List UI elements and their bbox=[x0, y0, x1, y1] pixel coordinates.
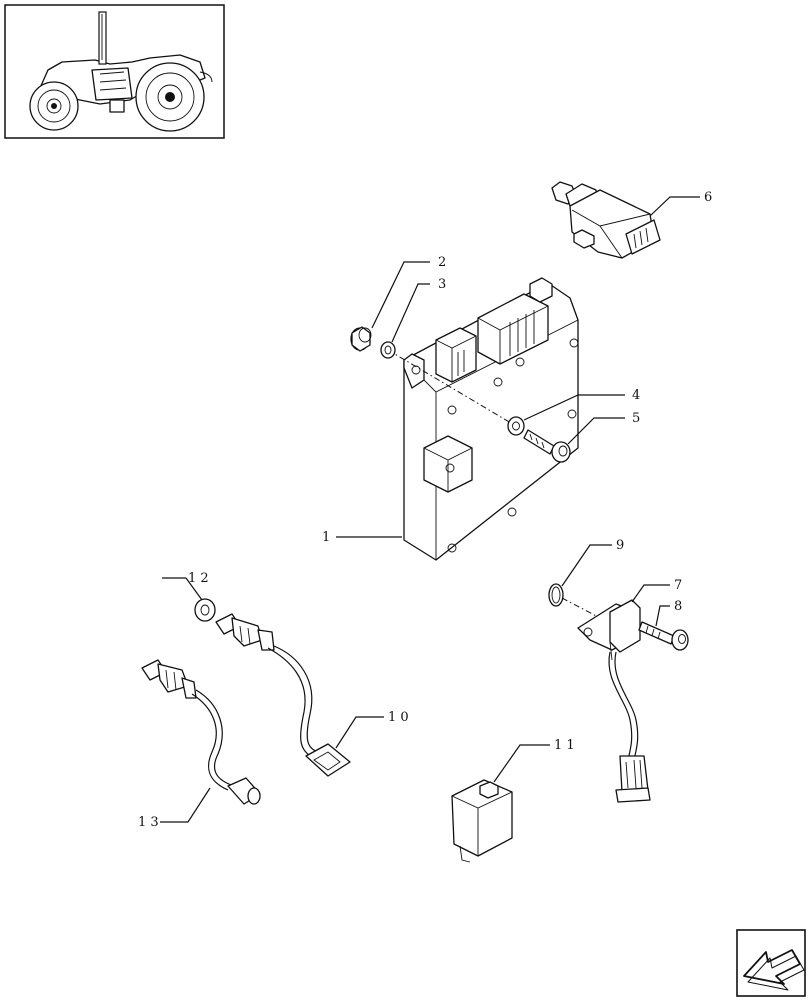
callout-11: 1 1 bbox=[554, 738, 575, 753]
callout-6: 6 bbox=[704, 190, 712, 205]
callout-2: 2 bbox=[438, 255, 446, 270]
washer-part-12 bbox=[194, 598, 216, 622]
speed-sensor-part-7 bbox=[577, 599, 651, 803]
sensor-module-part-6 bbox=[551, 181, 661, 259]
next-page-arrow-icon[interactable] bbox=[736, 929, 806, 997]
callout-1: 1 bbox=[322, 530, 330, 545]
sensor-harness-part-10 bbox=[215, 613, 351, 777]
o-ring-part-9 bbox=[548, 583, 564, 607]
callout-4: 4 bbox=[632, 388, 640, 403]
callout-10: 1 0 bbox=[388, 710, 409, 725]
callout-7: 7 bbox=[674, 578, 682, 593]
washer-part-4 bbox=[507, 416, 525, 436]
washer-part-3 bbox=[380, 341, 396, 359]
screw-part-5 bbox=[523, 429, 571, 463]
callout-12: 1 2 bbox=[188, 571, 209, 586]
bushing-part-2 bbox=[350, 326, 372, 352]
callout-8: 8 bbox=[674, 599, 682, 614]
callout-13: 1 3 bbox=[138, 815, 159, 830]
relay-part-11 bbox=[451, 779, 513, 863]
callout-5: 5 bbox=[632, 411, 640, 426]
tractor-thumbnail-icon bbox=[4, 4, 225, 139]
control-unit-part-1 bbox=[403, 277, 579, 561]
leader-lines bbox=[160, 196, 700, 823]
sensor-harness-part-13 bbox=[141, 659, 261, 805]
callout-9: 9 bbox=[616, 538, 624, 553]
callout-3: 3 bbox=[438, 277, 446, 292]
screw-part-8 bbox=[638, 621, 689, 651]
